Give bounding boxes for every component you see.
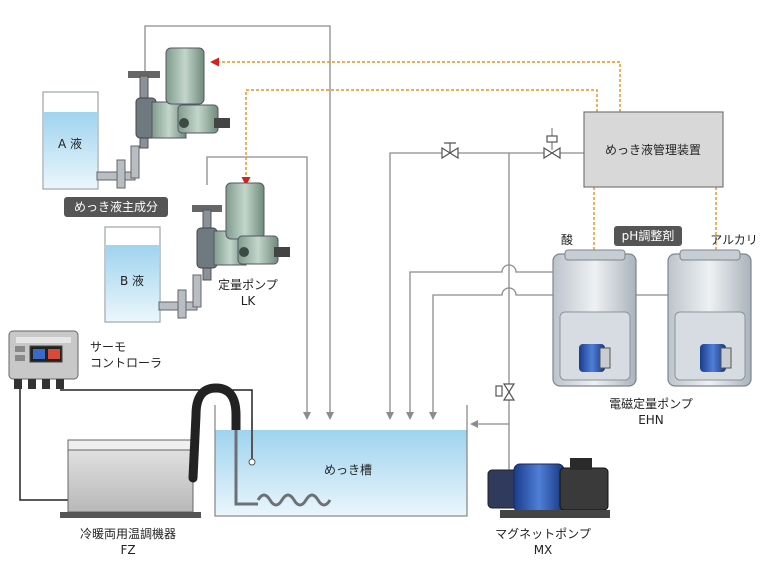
thermo-label-1: サーモ [90,340,126,354]
tank-a-label: A 液 [58,136,82,151]
heater-label-2: FZ [120,543,135,557]
ph-adjuster-badge: pH調整剤 [614,226,682,246]
valve-1 [441,142,459,160]
metering-pump-label-1: 定量ポンプ [218,277,278,292]
acid-label: 酸 [561,232,573,247]
tank-a: A 液 [42,91,99,190]
tank-a-suction-pipe [96,145,140,189]
metering-pump-a [128,47,230,149]
valve-3 [495,383,516,401]
solenoid-pump-label-2: EHN [638,413,664,427]
tank-b: B 液 [104,226,161,323]
plating-tank-label: めっき槽 [324,463,372,477]
alkali-label: アルカリ [710,233,758,247]
thermo-controller [8,330,79,389]
sensor-probe [248,420,256,466]
metering-pump-b [192,182,290,281]
ph-adjuster-label: pH調整剤 [622,228,675,243]
acid-tank [552,249,637,387]
heater-label-1: 冷暖両用温調機器 [80,526,176,541]
tank-b-suction-pipe [158,274,202,319]
plating-controller: めっき液管理装置 [583,111,724,188]
valve-2 [543,135,561,160]
solenoid-pump-label-1: 電磁定量ポンプ [609,396,693,411]
heater-hose [188,383,241,509]
alkali-tank [667,249,752,387]
metering-pump-label-2: LK [241,294,257,308]
main-component-badge: めっき液主成分 [64,197,168,217]
magnet-pump-label-1: マグネットポンプ [495,527,591,541]
main-component-label: めっき液主成分 [74,199,158,214]
tank-b-label: B 液 [120,273,144,288]
plating-controller-label: めっき液管理装置 [605,142,701,157]
signal-lines [210,57,721,346]
magnet-pump [487,458,610,518]
magnet-pump-label-2: MX [534,543,553,557]
plating-tank: めっき槽 [214,405,468,517]
heater-coil-in-tank [234,430,332,507]
heater-unit [60,439,201,518]
thermo-label-2: コントローラ [90,356,162,370]
